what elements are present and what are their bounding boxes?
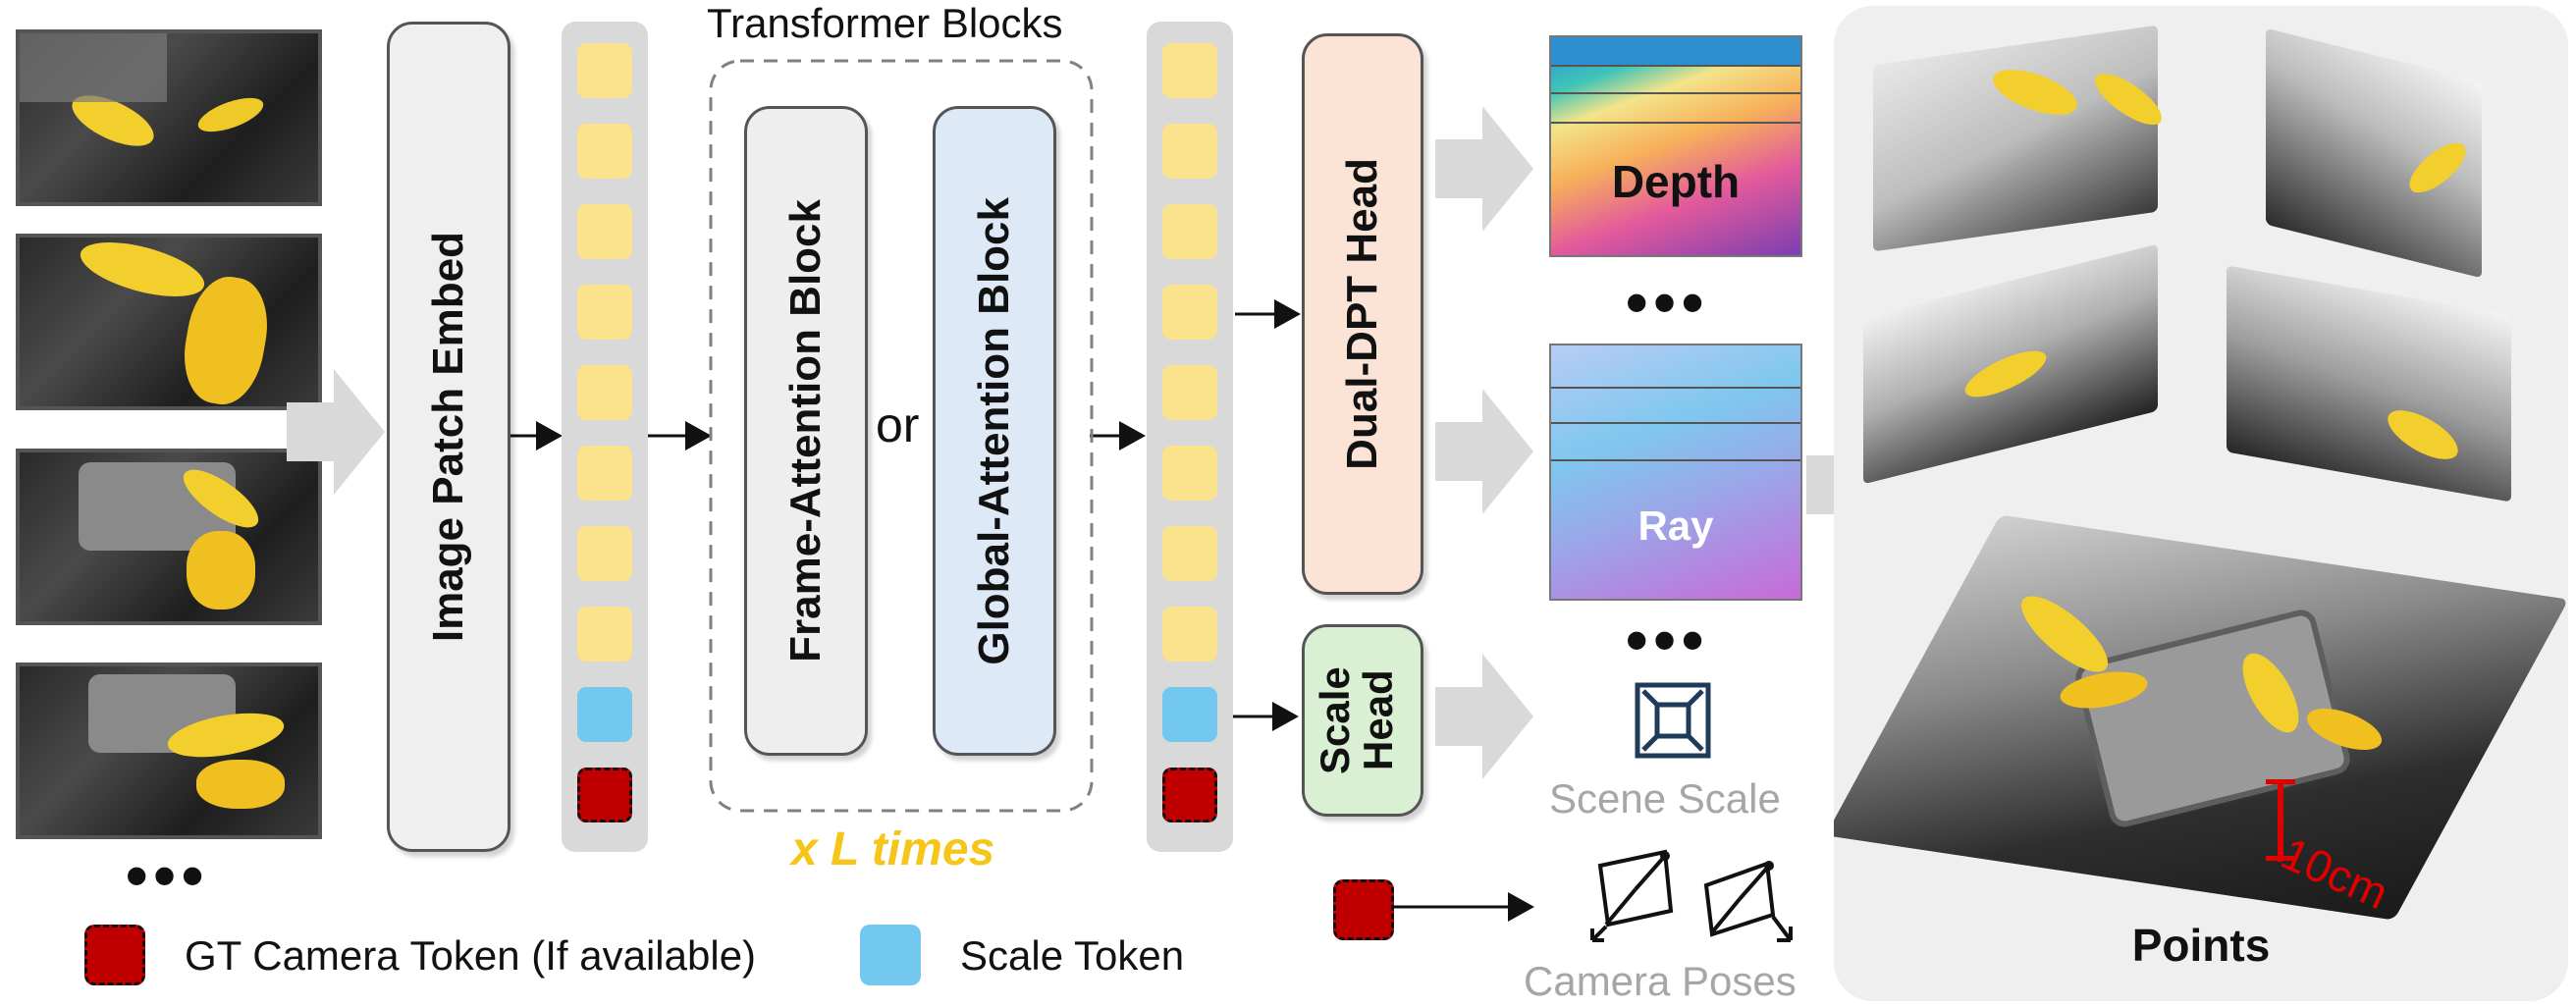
or-label: or [876, 398, 920, 452]
patch-token [577, 43, 632, 98]
scale-token [577, 687, 632, 742]
depth-map: Depth [1549, 35, 1802, 257]
points-panel: 10cm Points [1834, 6, 2568, 1001]
points-label: Points [2131, 920, 2271, 971]
scale-token [1162, 687, 1217, 742]
patch-token [577, 607, 632, 662]
patch-token [1162, 526, 1217, 581]
camera-frustum-icon [1590, 849, 1793, 942]
global-attention-block: Global-Attention Block [933, 106, 1056, 756]
ray-block-arrow [1435, 389, 1533, 514]
point-cloud-view-4 [2227, 265, 2511, 503]
patch-token [1162, 124, 1217, 179]
legend-scale-label: Scale Token [960, 932, 1185, 979]
legend-scale-swatch [860, 925, 921, 985]
gt-camera-token [1162, 768, 1217, 822]
token-column-output [1147, 22, 1233, 852]
scene-scale-icon [1635, 682, 1711, 759]
ray-ellipsis: ••• [1626, 605, 1710, 675]
patch-token [577, 446, 632, 501]
ray-map: Ray [1549, 344, 1802, 601]
global-attention-label: Global-Attention Block [970, 196, 1018, 665]
image-patch-embed-block: Image Patch Embed [387, 22, 510, 852]
input-image-2 [16, 234, 322, 410]
patch-token [1162, 285, 1217, 340]
camera-poses-label: Camera Poses [1524, 958, 1797, 1004]
scale-head-label: Scale Head [1312, 666, 1402, 774]
input-ellipsis: ••• [126, 840, 210, 911]
input-block-arrow [287, 369, 385, 495]
dual-dpt-head-label: Dual-DPT Head [1338, 158, 1386, 470]
patch-token [1162, 204, 1217, 259]
depth-block-arrow [1435, 106, 1533, 232]
dual-dpt-head-block: Dual-DPT Head [1302, 33, 1423, 595]
point-cloud-view-1 [1873, 25, 2158, 252]
image-patch-embed-label: Image Patch Embed [424, 231, 472, 643]
scene-scale-label: Scene Scale [1549, 775, 1781, 822]
transformer-blocks-title: Transformer Blocks [707, 0, 1063, 46]
input-image-1 [16, 29, 322, 206]
depth-label: Depth [1611, 156, 1741, 207]
patch-token [577, 526, 632, 581]
scale-block-arrow [1435, 654, 1533, 779]
ray-label: Ray [1637, 503, 1714, 549]
frame-attention-block: Frame-Attention Block [744, 106, 868, 756]
patch-token [1162, 43, 1217, 98]
legend-gt-camera-label: GT Camera Token (If available) [185, 932, 757, 979]
legend-gt-camera-swatch [84, 925, 145, 985]
depth-ellipsis: ••• [1626, 267, 1710, 338]
scale-head-block: Scale Head [1302, 624, 1423, 817]
input-image-4 [16, 662, 322, 839]
patch-token [577, 365, 632, 420]
patch-token [577, 204, 632, 259]
patch-token [1162, 365, 1217, 420]
repeat-label: x L times [791, 823, 995, 875]
token-column-input [562, 22, 648, 852]
scale-measure-line [2278, 779, 2283, 862]
patch-token [1162, 446, 1217, 501]
input-image-3 [16, 449, 322, 625]
frame-attention-label: Frame-Attention Block [781, 199, 830, 662]
gt-camera-token [577, 768, 632, 822]
patch-token [577, 285, 632, 340]
patch-token [1162, 607, 1217, 662]
patch-token [577, 124, 632, 179]
gt-camera-token-input [1333, 879, 1394, 940]
transformer-dashed-box [709, 59, 1094, 813]
